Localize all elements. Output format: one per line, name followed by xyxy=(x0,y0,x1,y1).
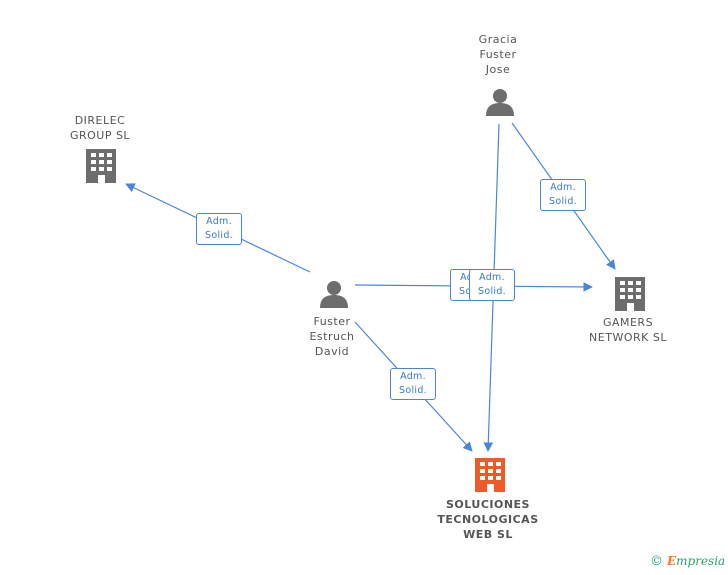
node-label-fuster[interactable]: Fuster Estruch David xyxy=(309,315,355,358)
building-icon xyxy=(615,277,645,311)
node-label-gracia[interactable]: Gracia Fuster Jose xyxy=(478,33,518,76)
copyright-symbol: © xyxy=(650,554,663,569)
empresia-logo[interactable]: © Empresia xyxy=(650,554,725,569)
node-label-direlec[interactable]: DIRELEC GROUP SL xyxy=(69,114,131,142)
node-label-soluciones[interactable]: SOLUCIONES TECNOLOGICAS WEB SL xyxy=(437,498,539,541)
edge-badge-fuster-direlec: Adm. Solid. xyxy=(196,213,242,245)
edge-badge-gracia-soluciones: Adm. Solid. xyxy=(469,269,515,301)
brand-rest: mpresia xyxy=(676,554,726,568)
edge-badge-fuster-soluciones: Adm. Solid. xyxy=(390,368,436,400)
person-icon xyxy=(320,281,348,308)
brand-e: E xyxy=(667,554,677,568)
edge-badge-gracia-gamers: Adm. Solid. xyxy=(540,179,586,211)
person-icon xyxy=(486,89,514,116)
building-icon xyxy=(86,149,116,183)
building-main-icon xyxy=(475,458,505,492)
node-label-gamers[interactable]: GAMERS NETWORK SL xyxy=(589,316,667,344)
